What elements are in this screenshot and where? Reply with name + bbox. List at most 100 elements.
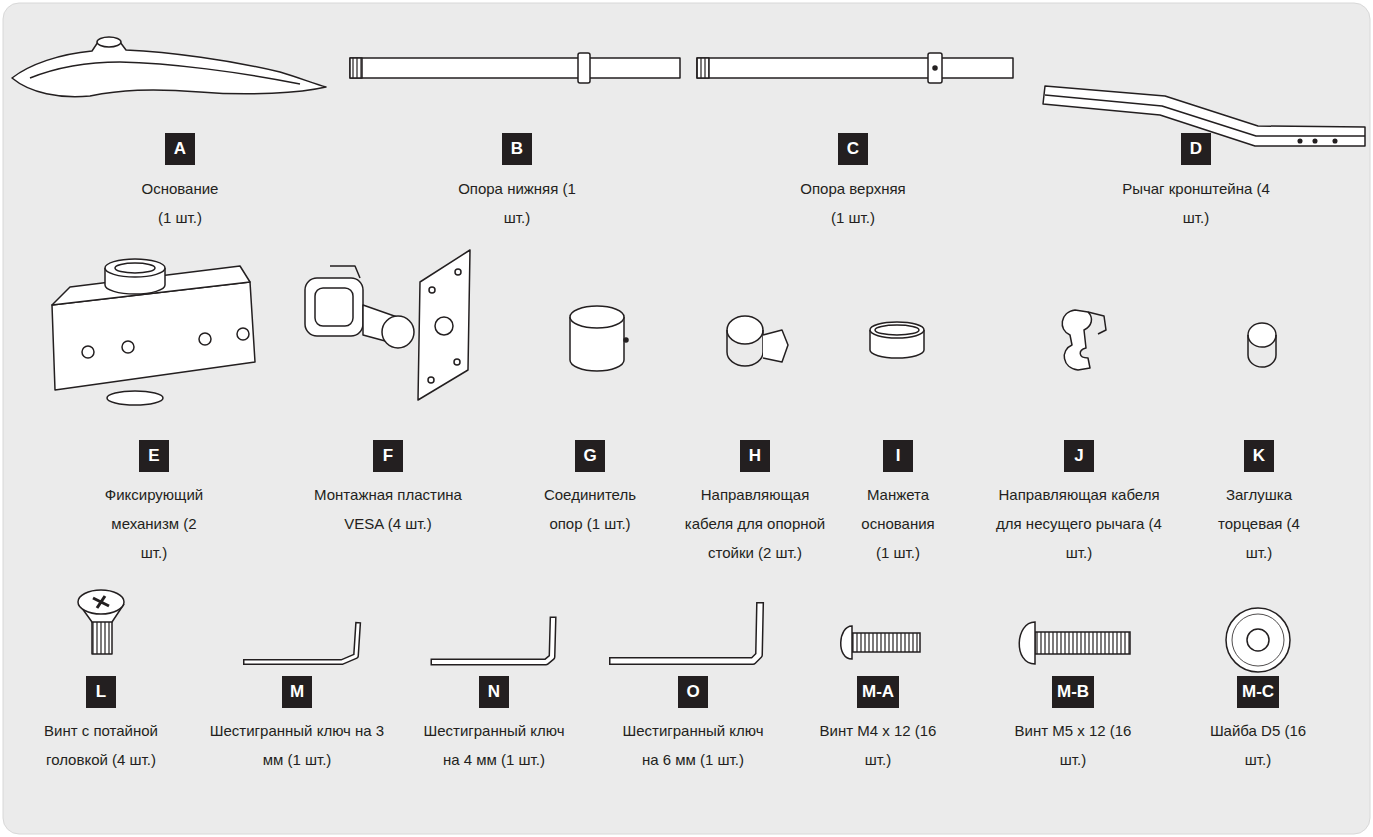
hex-key-6-fill: [613, 606, 760, 661]
part-letter: M-C: [1242, 682, 1274, 701]
washer: [1226, 608, 1290, 672]
vesa-hole: [429, 287, 435, 293]
screw-head: [78, 590, 124, 614]
hex-key-3-fill: [246, 625, 358, 662]
pole-collar: [928, 53, 942, 83]
part-letter-badge: J: [1064, 440, 1094, 472]
end-cap: [1248, 323, 1276, 347]
part-letter: M-A: [862, 682, 894, 701]
part-letter-badge: M: [282, 676, 312, 708]
cable-guide-body: [727, 330, 763, 366]
part-name: Заглушка торцевая (4 шт.): [1217, 480, 1301, 567]
part-name: Манжета основания (1 шт.): [855, 480, 941, 567]
part-letter-badge: D: [1181, 133, 1211, 165]
connector-pin: [624, 338, 628, 342]
part-name: Шестигранный ключ на 4 мм (1 шт.): [419, 716, 569, 774]
part-letter: I: [896, 446, 901, 465]
lock-cylinder-top: [105, 259, 165, 277]
arm-cable-guide: [1062, 310, 1091, 370]
arm-hole: [1333, 139, 1337, 143]
screw-m4-shank: [852, 633, 920, 652]
part-name: Монтажная пластина VESA (4 шт.): [306, 480, 471, 538]
vesa-knob: [330, 266, 360, 278]
vesa-clamp-inner: [315, 288, 353, 326]
lock-screw: [82, 346, 94, 358]
arm-hole: [1298, 139, 1302, 143]
part-letter-badge: F: [373, 440, 403, 472]
vesa-hinge: [382, 316, 414, 348]
arm-cable-guide-edge: [1088, 312, 1106, 334]
part-name: Шестигранный ключ на 3 мм (1 шт.): [208, 716, 386, 774]
part-letter: H: [749, 446, 761, 465]
part-name: Шайба D5 (16 шт.): [1206, 716, 1310, 774]
cable-guide-tab: [763, 330, 788, 362]
part-letter-badge: B: [502, 133, 532, 165]
part-letter: N: [488, 682, 500, 701]
hex-key-3: [246, 625, 358, 662]
washer-ring: [1232, 614, 1284, 666]
base-post: [97, 37, 121, 47]
part-letter-badge: M-A: [857, 676, 899, 708]
part-letter: E: [148, 446, 159, 465]
screw-m5-shank: [1035, 632, 1130, 654]
part-letter-badge: H: [740, 440, 770, 472]
upper-pole: [697, 58, 1013, 78]
connector-top: [570, 306, 624, 328]
part-letter-badge: I: [883, 440, 913, 472]
part-letter-badge: C: [838, 133, 868, 165]
part-letter-badge: M-B: [1052, 676, 1094, 708]
arm-edge: [1045, 95, 1365, 136]
part-letter-badge: N: [479, 676, 509, 708]
part-letter-badge: A: [165, 133, 195, 165]
part-letter: G: [583, 446, 596, 465]
collar-screw: [933, 66, 937, 70]
part-letter: C: [847, 139, 859, 158]
part-letter: J: [1074, 446, 1083, 465]
lock-screw: [237, 328, 249, 340]
part-name: Фиксирующий механизм (2 шт.): [102, 480, 206, 567]
hex-key-4: [434, 620, 553, 662]
vesa-hole: [455, 269, 461, 275]
lock-bottom: [107, 391, 163, 405]
part-letter-badge: L: [86, 676, 116, 708]
part-letter: L: [96, 682, 106, 701]
part-name: Винт M5 x 12 (16 шт.): [1013, 716, 1133, 774]
part-name: Основание (1 шт.): [134, 174, 226, 232]
part-name: Опора верхняя (1 шт.): [792, 174, 914, 232]
part-name: Направляющая кабеля для несущего рычага …: [994, 480, 1164, 567]
pole-thread: [350, 58, 362, 78]
part-name: Винт с потайной головкой (4 шт.): [37, 716, 165, 774]
collar-inner: [875, 325, 919, 335]
screw-m5-head: [1019, 622, 1035, 664]
screw-cross: [93, 596, 109, 608]
lower-pole: [350, 58, 680, 78]
part-letter-badge: O: [678, 676, 708, 708]
cable-guide: [727, 316, 763, 344]
part-name: Винт M4 x 12 (16 шт.): [818, 716, 938, 774]
vesa-hole: [428, 377, 434, 383]
pole-collar: [578, 53, 590, 83]
lock-screw: [122, 341, 134, 353]
lock-cylinder-hole: [115, 263, 155, 273]
part-letter: M: [290, 682, 304, 701]
part-name: Шестигранный ключ на 6 мм (1 шт.): [618, 716, 768, 774]
screw-m4-head: [841, 626, 852, 659]
part-letter: K: [1253, 446, 1265, 465]
part-letter: B: [511, 139, 523, 158]
hex-key-6: [613, 606, 760, 661]
part-name: Опора нижняя (1 шт.): [456, 174, 578, 232]
lock-screw: [199, 333, 211, 345]
washer-hole: [1247, 629, 1269, 651]
hex-key-4-fill: [434, 620, 553, 662]
part-letter-badge: K: [1244, 440, 1274, 472]
base-part: [12, 42, 326, 97]
part-letter-badge: G: [575, 440, 605, 472]
part-name: Соединитель опор (1 шт.): [538, 480, 642, 538]
collar-top: [870, 322, 924, 338]
part-letter-badge: E: [139, 440, 169, 472]
part-name: Направляющая кабеля для опорной стойки (…: [680, 480, 830, 567]
vesa-hole: [454, 359, 460, 365]
background-panel: [3, 3, 1370, 834]
